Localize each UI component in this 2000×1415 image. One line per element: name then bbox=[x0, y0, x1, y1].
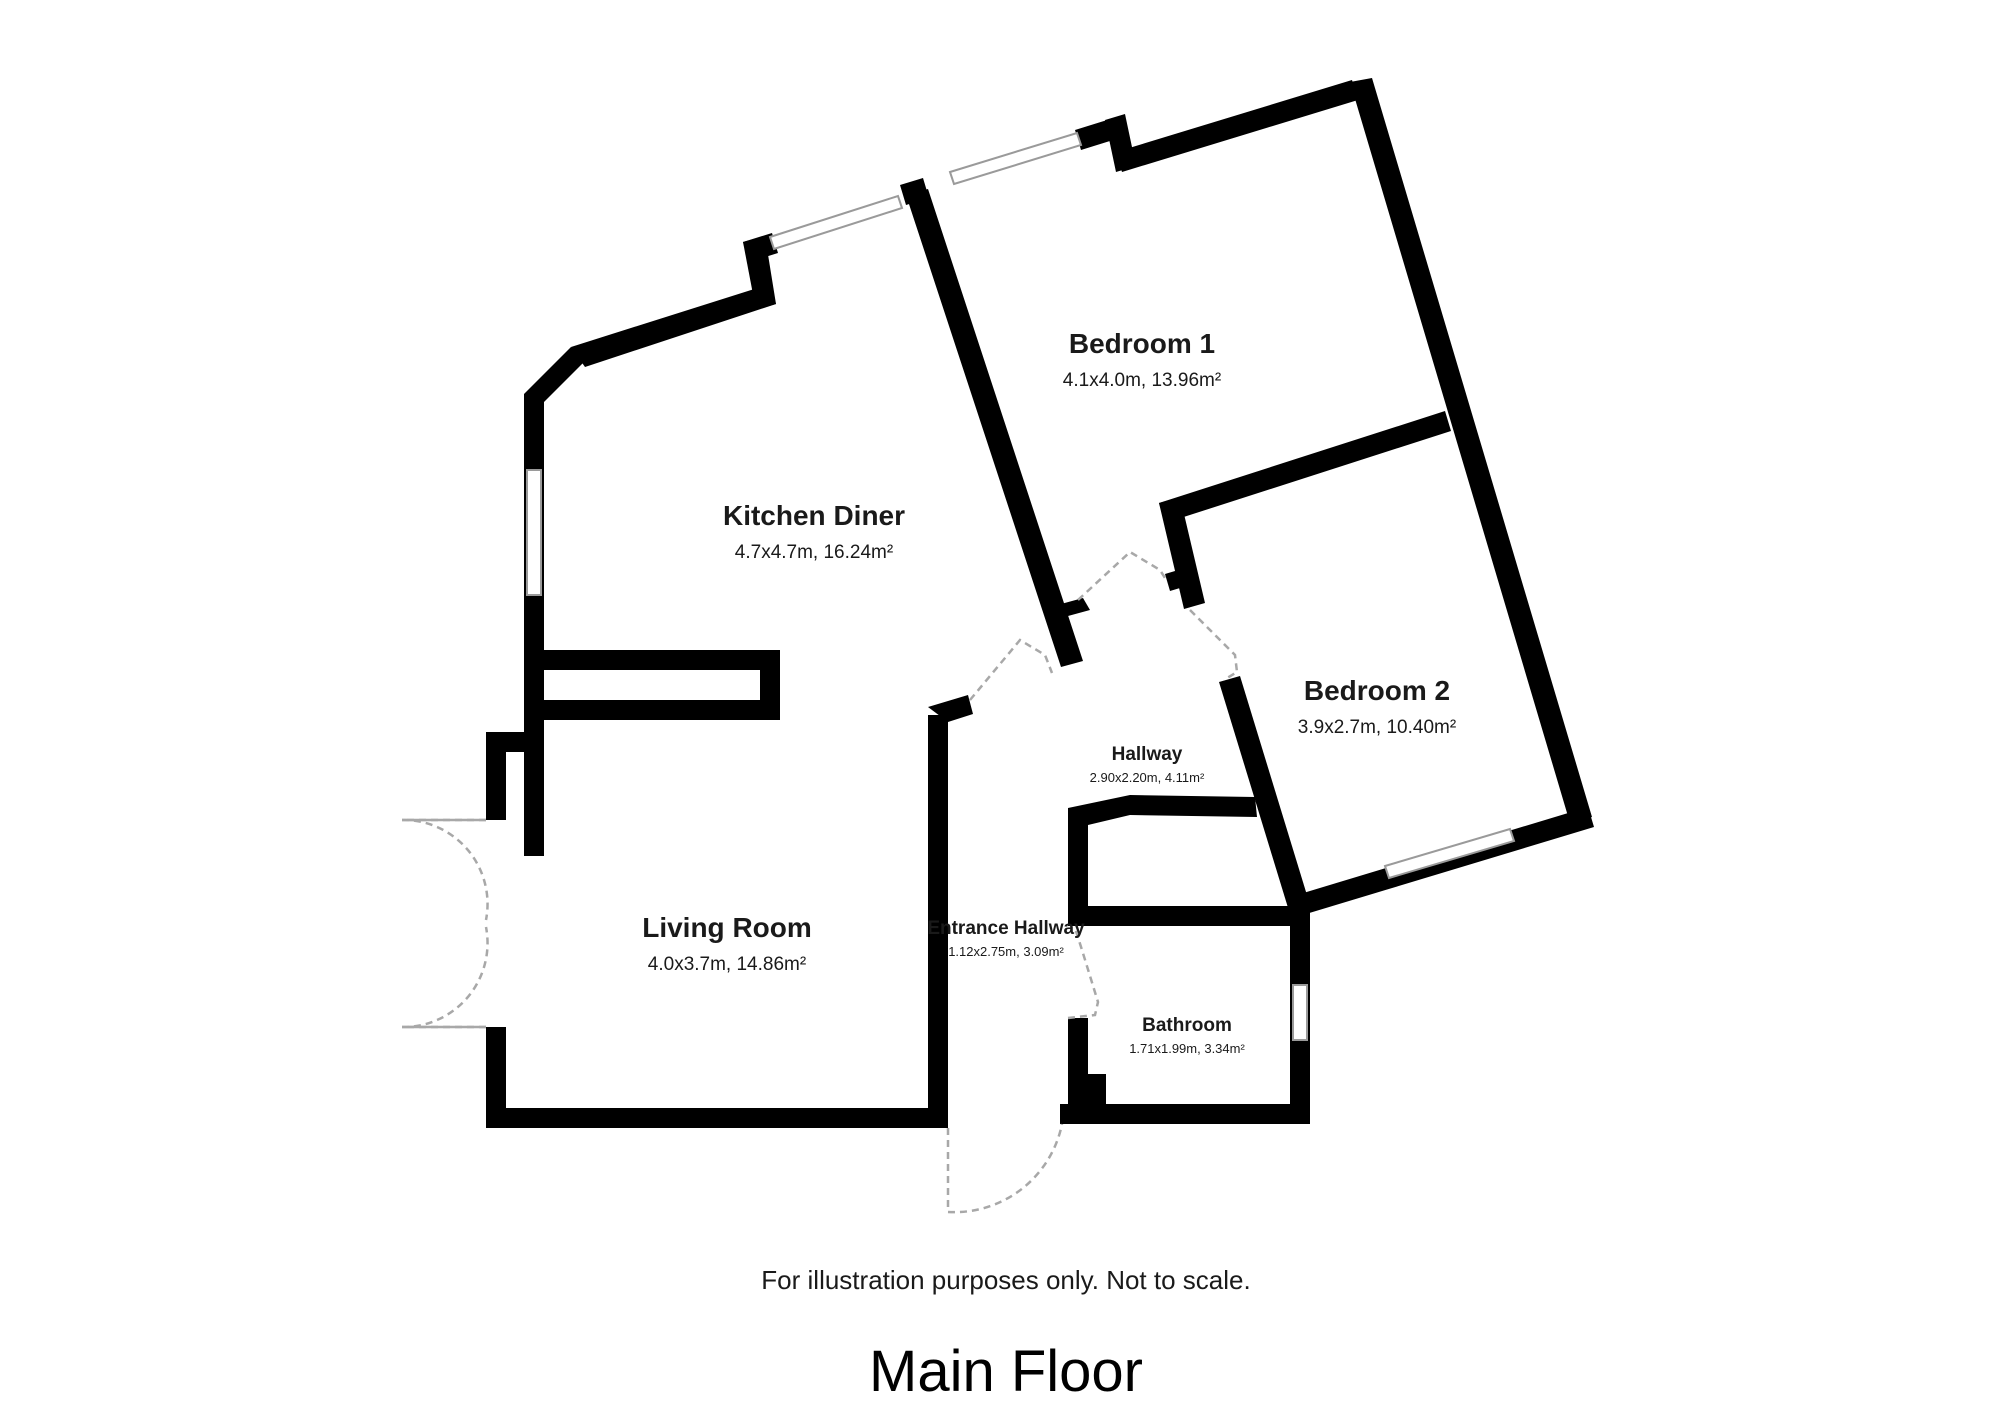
bedroom-1-dims: 4.1x4.0m, 13.96m² bbox=[1063, 370, 1221, 391]
wall-entrance-left bbox=[928, 715, 948, 1128]
wall-living-left-top bbox=[486, 732, 506, 820]
bathroom-name: Bathroom bbox=[1142, 1015, 1232, 1036]
walls bbox=[486, 78, 1594, 1128]
wall-bedroom-divider bbox=[1159, 411, 1451, 523]
door-entrance-front bbox=[946, 1123, 1064, 1214]
wall-living-top bbox=[524, 700, 780, 720]
wall-bedroom1-left bbox=[906, 189, 1083, 667]
wall-kitchen-top bbox=[571, 284, 776, 367]
window-bedroom2-bottom bbox=[1383, 827, 1516, 880]
wall-bedroom1-top bbox=[1116, 80, 1358, 172]
wall-kitchen-corner bbox=[524, 347, 585, 402]
entrance-hallway-dims: 1.12x2.75m, 3.09m² bbox=[948, 944, 1064, 959]
wall-living-bottom bbox=[486, 1108, 948, 1128]
wall-entrance-top-stub bbox=[928, 695, 973, 722]
wall-kitchen-left bbox=[524, 394, 544, 856]
doors bbox=[401, 550, 1239, 1214]
bedroom-1-name: Bedroom 1 bbox=[1069, 328, 1215, 359]
kitchen-diner-dims: 4.7x4.7m, 16.24m² bbox=[735, 542, 893, 563]
disclaimer: For illustration purposes only. Not to s… bbox=[761, 1265, 1250, 1295]
door-bedroom2 bbox=[1189, 609, 1239, 682]
door-kitchen-hall bbox=[969, 638, 1054, 701]
door-living-french-bottom bbox=[401, 926, 489, 1029]
window-kitchen-top bbox=[768, 194, 904, 251]
wall-hall-stub-left bbox=[1061, 598, 1090, 616]
wall-living-left-bottom bbox=[486, 1027, 506, 1128]
hallway-name: Hallway bbox=[1112, 744, 1183, 765]
wall-cupboard-top bbox=[1068, 795, 1257, 825]
bathroom-dims: 1.71x1.99m, 3.34m² bbox=[1129, 1041, 1245, 1056]
bedroom-2-name: Bedroom 2 bbox=[1304, 675, 1450, 706]
wall-kitchen-step-h bbox=[524, 650, 780, 670]
wall-bath-bottom bbox=[1088, 1104, 1310, 1124]
windows bbox=[526, 131, 1516, 1041]
wall-cupboard-left bbox=[1068, 808, 1088, 926]
window-kitchen-left bbox=[526, 469, 542, 596]
bedroom-2-dims: 3.9x2.7m, 10.40m² bbox=[1298, 717, 1456, 738]
door-living-french-top bbox=[401, 818, 489, 921]
entrance-hallway-name: Entrance Hallway bbox=[927, 918, 1085, 939]
wall-bedroom2-stub bbox=[1159, 497, 1205, 609]
wall-kitchen-notch-top bbox=[743, 233, 778, 262]
hallway-dims: 2.90x2.20m, 4.11m² bbox=[1090, 770, 1205, 785]
window-bathroom bbox=[1292, 984, 1308, 1041]
door-bathroom bbox=[1067, 927, 1100, 1020]
wall-bedroom2-stub2 bbox=[1165, 568, 1190, 591]
door-bedroom1 bbox=[1077, 550, 1167, 601]
kitchen-diner-name: Kitchen Diner bbox=[723, 500, 905, 531]
wall-bath-top bbox=[1068, 906, 1310, 926]
wall-right-outer bbox=[1350, 78, 1592, 823]
wall-bedroom2-left bbox=[1219, 676, 1310, 911]
wall-bath-left-bottom bbox=[1068, 1018, 1088, 1124]
room-labels: Kitchen Diner 4.7x4.7m, 16.24m² Bedroom … bbox=[642, 328, 1456, 1056]
living-room-name: Living Room bbox=[642, 912, 812, 943]
window-bedroom1-top bbox=[948, 131, 1083, 186]
wall-bath-notch-v bbox=[1086, 1074, 1106, 1124]
living-room-dims: 4.0x3.7m, 14.86m² bbox=[648, 954, 806, 975]
floor-title: Main Floor bbox=[869, 1339, 1143, 1404]
wall-entrance-right-stub bbox=[1060, 1104, 1088, 1124]
